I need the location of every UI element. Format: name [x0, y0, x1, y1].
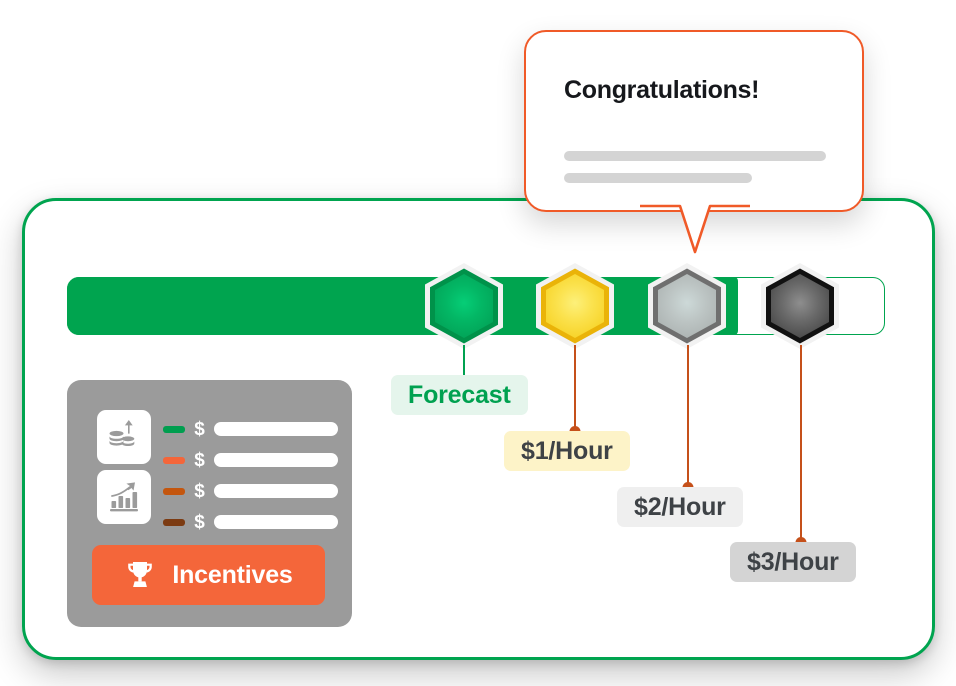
meter-dash-orange: [163, 456, 185, 464]
milestone-label-tier-3[interactable]: $3/Hour: [730, 542, 856, 582]
hexagon-core-onyx: [771, 274, 829, 338]
connector-line-tier-1: [569, 345, 581, 437]
connector-line-tier-3: [795, 345, 807, 548]
callout-title: Congratulations!: [564, 76, 760, 104]
coins-growth-icon-tile[interactable]: [97, 410, 151, 464]
skeleton-text-line: [564, 151, 826, 161]
progress-fill: [67, 277, 738, 335]
incentives-button[interactable]: Incentives: [92, 545, 325, 605]
meter-dash-green: [163, 425, 185, 433]
connector-line-tier-2: [682, 345, 694, 493]
milestone-badge-tier-2[interactable]: [648, 263, 726, 349]
currency-symbol: $: [194, 449, 205, 471]
milestone-label-tier-1[interactable]: $1/Hour: [504, 431, 630, 471]
skeleton-text-line: [564, 173, 752, 183]
milestone-badge-tier-1[interactable]: [536, 263, 614, 349]
milestone-label-tier-2[interactable]: $2/Hour: [617, 487, 743, 527]
meter-row: $: [163, 449, 338, 471]
congratulations-callout: Congratulations!: [524, 30, 864, 212]
meter-dash-dark-orange: [163, 487, 185, 495]
callout-tail: [640, 204, 750, 254]
currency-symbol: $: [194, 418, 205, 440]
bar-chart-growth-icon-tile[interactable]: [97, 470, 151, 524]
meter-dash-brown: [163, 518, 185, 526]
bar-chart-growth-icon: [110, 482, 138, 512]
meter-row: $: [163, 511, 338, 533]
incentives-button-label: Incentives: [172, 560, 293, 589]
milestone-badge-tier-3[interactable]: [761, 263, 839, 349]
coins-growth-icon: [109, 420, 135, 446]
meter-row: $: [163, 480, 338, 502]
currency-symbol: $: [194, 480, 205, 502]
hexagon-core-silver: [658, 274, 716, 338]
meter-value-placeholder: [214, 422, 338, 436]
milestone-label-forecast[interactable]: Forecast: [391, 375, 528, 415]
currency-symbol: $: [194, 511, 205, 533]
meter-value-placeholder: [214, 453, 338, 467]
hexagon-core-gold: [546, 274, 604, 338]
milestone-badge-forecast[interactable]: [425, 263, 503, 349]
trophy-icon: [128, 562, 153, 587]
meter-value-placeholder: [214, 515, 338, 529]
meter-value-placeholder: [214, 484, 338, 498]
meter-row: $: [163, 418, 338, 440]
